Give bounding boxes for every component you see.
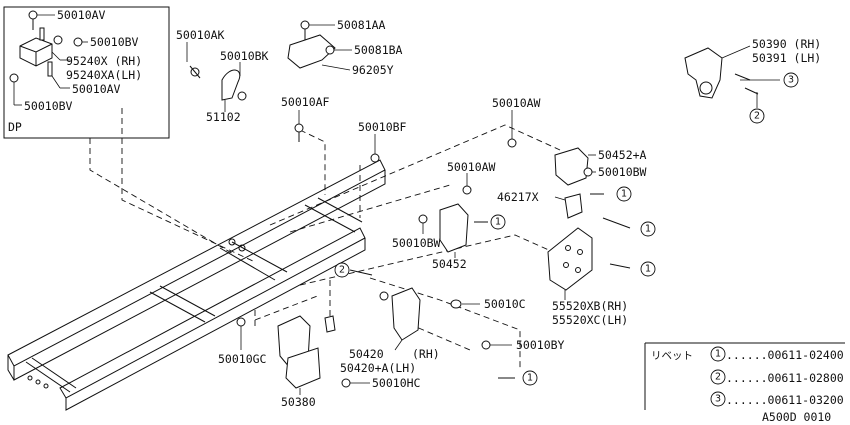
inset-tag-dp: DP xyxy=(8,120,22,134)
label-50010aw-top: 50010AW xyxy=(492,96,541,110)
label-50010ak: 50010AK xyxy=(176,28,225,42)
inset-label-95240x: 95240X (RH) xyxy=(66,54,142,68)
label-50391: 50391 (LH) xyxy=(752,51,821,65)
label-50452a: 50452+A xyxy=(598,148,647,162)
label-50390: 50390 (RH) xyxy=(752,37,821,51)
label-50010aw-mid: 50010AW xyxy=(447,160,496,174)
legend-row-1-num: 1 xyxy=(715,349,721,360)
legend-title: リベット xyxy=(651,350,693,362)
label-50010gc: 50010GC xyxy=(218,352,267,366)
part-group-50010bf: 50010BF xyxy=(358,120,407,163)
inset-label-95240xa: 95240XA(LH) xyxy=(66,68,142,82)
label-50420: 50420 xyxy=(349,347,384,361)
inset-label-50010bv-bottom: 50010BV xyxy=(24,99,73,113)
inset-bracket-icon xyxy=(9,10,83,83)
frame-rails xyxy=(7,159,386,411)
circle-2-50420: 2 xyxy=(339,265,345,276)
part-group-46217x: 1 1 46217X xyxy=(497,186,656,237)
circle-1-55520: 1 xyxy=(645,264,651,275)
circle-1-50452: 1 xyxy=(495,217,501,228)
legend-row-3-code: ......00611-03200 xyxy=(726,393,844,407)
inset-label-50010bv-top: 50010BV xyxy=(90,35,139,49)
circle-1-46217x-a: 1 xyxy=(621,189,627,200)
part-group-96205y: 50081AA 50081BA 96205Y xyxy=(287,18,403,77)
inset-label-50010av-top: 50010AV xyxy=(57,8,106,22)
label-50081aa: 50081AA xyxy=(337,18,386,32)
circle-2-top-right: 2 xyxy=(754,111,760,122)
label-50380: 50380 xyxy=(281,395,316,409)
part-group-50380: 50010GC 50010HC 50380 xyxy=(218,315,421,409)
rivet-legend: リベット 1 ......00611-02400 2 ......00611-0… xyxy=(644,342,845,410)
label-50010af: 50010AF xyxy=(281,95,330,109)
label-55520xc: 55520XC(LH) xyxy=(552,313,628,327)
label-50081ba: 50081BA xyxy=(354,43,403,57)
label-50452: 50452 xyxy=(432,257,467,271)
part-group-50010af: 50010AF xyxy=(281,95,330,142)
label-50010bw-top: 50010BW xyxy=(598,165,647,179)
diagram-code: A500D 0010 xyxy=(762,410,831,424)
inset-label-50010av-bottom: 50010AV xyxy=(72,82,121,96)
legend-row-1-code: ......00611-02400 xyxy=(726,348,844,362)
legend-row-3-num: 3 xyxy=(715,394,721,405)
label-50010by: 50010BY xyxy=(516,338,565,352)
label-51102: 51102 xyxy=(206,110,241,124)
label-50420a: 50420+A(LH) xyxy=(340,361,416,375)
part-group-50452a: 50010AW 50452+A 50010BW xyxy=(492,96,647,186)
legend-row-2-code: ......00611-02800 xyxy=(726,371,844,385)
circle-1-46217x-b: 1 xyxy=(645,224,651,235)
part-group-50390: 3 2 50390 (RH) 50391 (LH) xyxy=(684,37,821,124)
label-50420-rh: (RH) xyxy=(412,347,440,361)
circle-1-50420: 1 xyxy=(527,373,533,384)
label-50010bf: 50010BF xyxy=(358,120,407,134)
part-group-55520xb: 1 55520XB(RH) 55520XC(LH) xyxy=(547,227,656,327)
label-46217x: 46217X xyxy=(497,190,539,204)
part-group-50452: 1 50010AW 50010BW 50452 xyxy=(392,160,506,271)
label-50010hc: 50010HC xyxy=(372,376,421,390)
label-50010bw-mid: 50010BW xyxy=(392,236,441,250)
circle-3-top-right: 3 xyxy=(788,75,794,86)
part-group-50420: 2 1 50010C 50010BY 50420 (RH) 50420+A(LH… xyxy=(334,262,565,386)
label-96205y: 96205Y xyxy=(352,63,394,77)
dashed-connectors xyxy=(89,108,561,370)
part-group-51102: 50010AK 50010BK 51102 xyxy=(176,28,269,124)
label-50010c: 50010C xyxy=(484,297,526,311)
legend-row-2-num: 2 xyxy=(715,372,721,383)
inset-box: 50010AV 50010BV 95240X (RH) 95240XA(LH) … xyxy=(3,6,170,139)
label-50010bk: 50010BK xyxy=(220,49,269,63)
label-55520xb: 55520XB(RH) xyxy=(552,299,628,313)
